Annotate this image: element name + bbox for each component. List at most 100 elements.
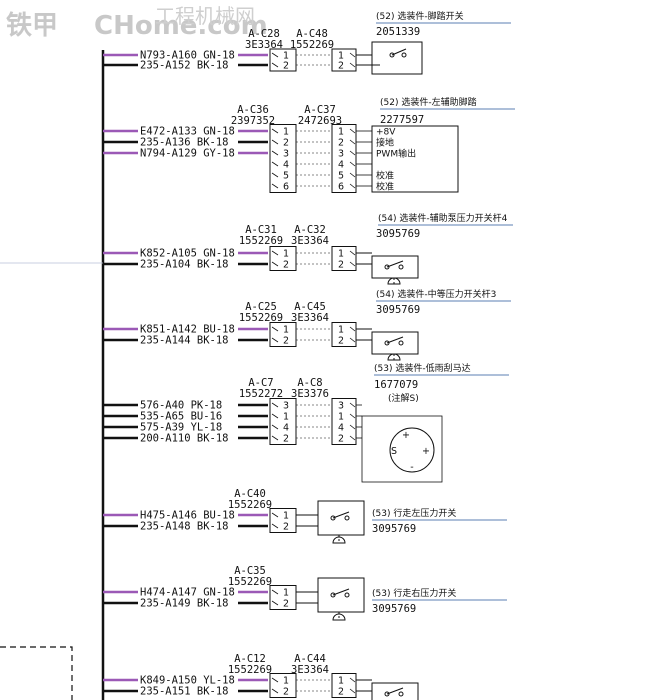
pin-chevron [271, 512, 279, 518]
connector-name-right: A-C32 [294, 224, 326, 236]
harness-connector [269, 124, 297, 193]
device-pin: 2 [338, 434, 344, 445]
connector-pin: 3 [283, 401, 289, 412]
pressure-diaphragm [332, 613, 346, 621]
connector-name-left: A-C35 [234, 565, 266, 577]
device-pin: 2 [338, 687, 344, 698]
pin-chevron [271, 523, 279, 529]
pressure-switch-box [317, 500, 365, 536]
pin-chevron [349, 677, 356, 683]
harness-connector [269, 508, 297, 533]
switch-box [371, 41, 423, 75]
connector-pin: 1 [283, 676, 289, 687]
device-part-number: 2277597 [380, 114, 424, 126]
device-title: (52) 选装件-左辅助脚踏 [380, 96, 477, 108]
connector-pin: 2 [283, 336, 289, 347]
pin-function-label: 校准 [376, 181, 394, 193]
pedal-sensor-box [371, 125, 459, 193]
connector-pin: 5 [283, 171, 289, 182]
wire-label: 235-A136 BK-18 [140, 137, 229, 149]
wire-label: 535-A65 BU-16 [140, 411, 222, 423]
pin-chevron [271, 172, 279, 178]
device-pin: 2 [338, 260, 344, 271]
connector-pin: 2 [283, 687, 289, 698]
pressure-switch-box [371, 331, 419, 355]
pressure-diaphragm [332, 536, 346, 544]
device-part-number: 1677079 [374, 379, 418, 391]
wire-label: K849-A150 YL-18 [140, 675, 235, 687]
device-connector [331, 48, 357, 72]
pin-chevron [349, 326, 356, 332]
connector-pin: 4 [283, 160, 289, 171]
pin-chevron [271, 139, 279, 145]
connector-partno-left: 1552269 [239, 312, 283, 324]
device-pin: 2 [338, 336, 344, 347]
wiper-motor [389, 427, 435, 473]
wire-label: H474-A147 GN-18 [140, 587, 235, 599]
pin-chevron [271, 52, 279, 58]
contact [398, 340, 404, 346]
pressure-switch-box [371, 682, 419, 700]
connector-pin: 1 [283, 412, 289, 423]
pin-chevron [271, 589, 279, 595]
connector-pin: 1 [283, 511, 289, 522]
motor-frame [361, 415, 443, 483]
device-title: (53) 行走左压力开关 [372, 507, 456, 519]
device-note: (注解S) [388, 392, 419, 404]
contact [401, 52, 407, 58]
wire-label: N794-A129 GY-18 [140, 148, 235, 160]
wire-label: 575-A39 YL-18 [140, 422, 222, 434]
pin-function-label: 校准 [376, 170, 394, 182]
connector-partno-left: 1552269 [228, 664, 272, 676]
connector-pin: 2 [283, 260, 289, 271]
pin-chevron [349, 337, 356, 343]
device-part-number: 3095769 [372, 603, 416, 615]
device-pin: 4 [338, 423, 344, 434]
watermark-cn: 铁甲 [6, 10, 58, 41]
device-part-number: 3095769 [372, 523, 416, 535]
pin-chevron [349, 402, 356, 408]
connector-partno-right: 3E3364 [291, 664, 329, 676]
device-pin: 1 [338, 676, 344, 687]
connector-name-left: A-C25 [245, 301, 277, 313]
connector-pin: 2 [283, 599, 289, 610]
contact [389, 52, 395, 58]
pin-chevron [349, 128, 356, 134]
connector-partno-right: 1552269 [290, 39, 334, 51]
connector-pin: 1 [283, 127, 289, 138]
switch-blade [332, 588, 350, 596]
device-pin: 1 [338, 249, 344, 260]
pin-chevron [349, 139, 356, 145]
connector-pin: 1 [283, 588, 289, 599]
device-pin: 2 [338, 138, 344, 149]
pin-chevron [271, 435, 279, 441]
pin-chevron [271, 413, 279, 419]
wire-label: 235-A144 BK-18 [140, 335, 229, 347]
pin-chevron [349, 688, 356, 694]
connector-pin: 1 [283, 51, 289, 62]
pin-chevron [349, 161, 356, 167]
contact [344, 515, 350, 521]
device-connector [331, 398, 357, 445]
contact [398, 691, 404, 697]
connector-name-right: A-C45 [294, 301, 326, 313]
contact [398, 264, 404, 270]
pin-function-label: 接地 [376, 137, 394, 149]
pin-chevron [271, 424, 279, 430]
connector-pin: 6 [283, 182, 289, 193]
device-part-number: 3095769 [376, 304, 420, 316]
switch-blade [332, 511, 350, 519]
device-pin: 1 [338, 325, 344, 336]
connector-pin: 2 [283, 61, 289, 72]
harness-connector [269, 585, 297, 610]
connector-partno-left: 1552269 [239, 235, 283, 247]
device-pin: 3 [338, 149, 344, 160]
connector-partno-right: 2472693 [298, 115, 342, 127]
pin-chevron [271, 150, 279, 156]
